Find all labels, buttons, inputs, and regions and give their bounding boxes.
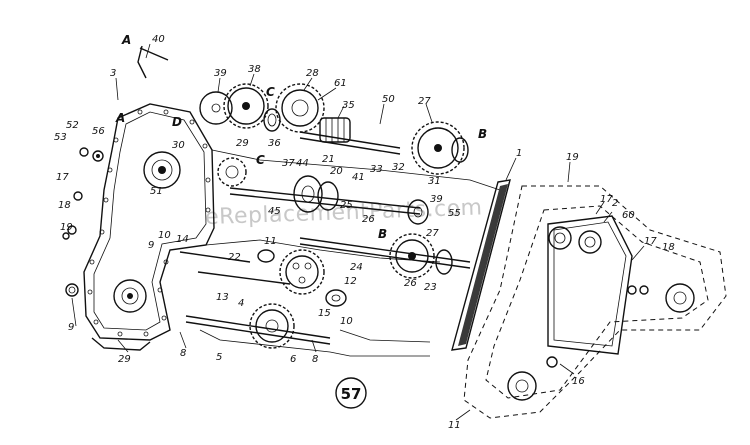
callout-15: 15 <box>318 308 331 319</box>
callout-37: 37 <box>282 158 295 169</box>
callout-45: 45 <box>268 206 281 217</box>
callout-44: 44 <box>296 158 309 169</box>
callout-8-left: 8 <box>180 348 186 359</box>
callout-24: 24 <box>350 262 363 273</box>
callout-26-top: 26 <box>362 214 375 225</box>
bearing-39-55 <box>407 199 429 225</box>
callout-8-right: 8 <box>312 354 318 365</box>
letter-d: D <box>172 115 182 129</box>
callout-22: 22 <box>228 252 241 263</box>
callout-19-left: 19 <box>60 222 73 233</box>
handle-40 <box>137 45 169 79</box>
gear-28-61 <box>275 83 325 133</box>
gear-29-c <box>217 157 247 187</box>
callout-60: 60 <box>622 210 635 221</box>
callout-25: 25 <box>340 200 353 211</box>
gear-39-top <box>199 91 233 125</box>
splined-hub-35 <box>319 117 351 143</box>
callout-1: 1 <box>516 148 522 159</box>
callout-18-left: 18 <box>58 200 71 211</box>
chain-1 <box>451 179 511 351</box>
callout-40: 40 <box>152 34 165 45</box>
gear-26-23 <box>389 233 453 279</box>
callout-27-mid: 27 <box>426 228 439 239</box>
letter-a-top: A <box>121 33 131 47</box>
callout-20: 20 <box>330 166 343 177</box>
callout-55: 55 <box>448 208 461 219</box>
gear-38 <box>223 83 269 129</box>
callout-23: 23 <box>424 282 437 293</box>
callout-28: 28 <box>306 68 319 79</box>
page-number-badge: 57 <box>335 377 367 409</box>
callout-39: 39 <box>214 68 227 79</box>
callout-33: 33 <box>370 164 383 175</box>
bushing-10 <box>325 289 347 307</box>
callout-52: 52 <box>66 120 79 131</box>
letter-b-top: B <box>478 127 487 141</box>
callout-27-top: 27 <box>418 96 431 107</box>
number-callouts: 40 3 39 38 28 61 35 50 27 52 53 56 30 51… <box>54 34 675 431</box>
callout-30: 30 <box>172 140 185 151</box>
callout-38: 38 <box>248 64 261 75</box>
callout-29-low: 29 <box>118 354 131 365</box>
bolts-17-18 <box>62 191 83 240</box>
callout-13: 13 <box>216 292 229 303</box>
spacer-22 <box>257 249 275 263</box>
callout-10-low: 10 <box>340 316 353 327</box>
washer-52-53-56 <box>79 147 104 162</box>
washer-9 <box>65 283 79 297</box>
callout-19-top: 19 <box>566 152 579 163</box>
letter-b-mid: B <box>378 227 387 241</box>
callout-36: 36 <box>268 138 281 149</box>
callout-61: 61 <box>334 78 347 89</box>
callout-51: 51 <box>150 186 163 197</box>
callout-14: 14 <box>176 234 189 245</box>
gear-45-37 <box>293 175 339 213</box>
center-chassis <box>199 149 501 357</box>
callout-2: 2 <box>612 198 618 209</box>
callout-11-low: 11 <box>448 420 461 431</box>
callout-53: 53 <box>54 132 67 143</box>
callout-9-low: 9 <box>68 322 74 333</box>
callout-10-top: 10 <box>158 230 171 241</box>
callout-29-top: 29 <box>236 138 249 149</box>
page-number: 57 <box>341 385 362 403</box>
letter-c-mid: C <box>256 153 265 167</box>
callout-26-low: 26 <box>404 278 417 289</box>
callout-9-top: 9 <box>148 240 154 251</box>
callout-35: 35 <box>342 100 355 111</box>
left-chain-case <box>83 103 215 351</box>
callout-17-left: 17 <box>56 172 69 183</box>
callout-39-mid: 39 <box>430 194 443 205</box>
sprocket-6 <box>249 303 295 349</box>
callout-6: 6 <box>290 354 296 365</box>
callout-3: 3 <box>110 68 116 79</box>
callout-32: 32 <box>392 162 405 173</box>
letter-a-left: A <box>115 111 125 125</box>
callout-12: 12 <box>344 276 357 287</box>
callout-11-mid: 11 <box>264 236 277 247</box>
letter-c-top: C <box>266 85 275 99</box>
right-chain-case <box>463 185 727 419</box>
letter-callouts: A A B B C C D <box>115 33 487 241</box>
bearing-36 <box>263 108 281 132</box>
leader-lines <box>71 43 645 421</box>
callout-56: 56 <box>92 126 105 137</box>
callout-50: 50 <box>382 94 395 105</box>
callout-5: 5 <box>216 352 222 363</box>
callout-16: 16 <box>572 376 585 387</box>
callout-4: 4 <box>238 298 244 309</box>
callout-18-right: 18 <box>662 242 675 253</box>
callout-17-right: 17 <box>600 194 613 205</box>
gear-31-27 <box>411 121 469 175</box>
callout-31: 31 <box>428 176 441 187</box>
callout-41: 41 <box>352 172 365 183</box>
callout-21: 21 <box>322 154 335 165</box>
gear-24 <box>279 249 325 295</box>
callout-17-low: 17 <box>644 236 657 247</box>
